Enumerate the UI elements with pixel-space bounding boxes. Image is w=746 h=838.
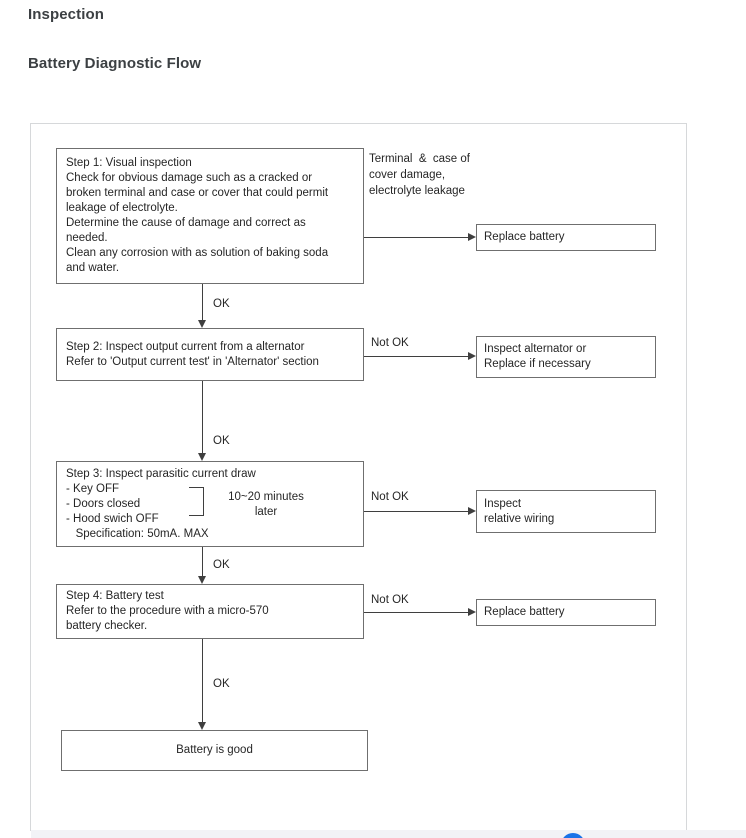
section-title: Inspection xyxy=(28,6,105,23)
arrow-step2-to-step3-head xyxy=(198,453,206,461)
diagram-panel: Step 1: Visual inspection Check for obvi… xyxy=(30,123,687,831)
arrow-step4-to-action-line xyxy=(364,612,469,613)
flow-action2-text: Inspect alternator or Replace if necessa… xyxy=(484,343,591,370)
arrow-step1-to-action-line xyxy=(364,237,469,238)
ok-label-3: OK xyxy=(213,559,230,571)
bottom-strip xyxy=(31,830,746,838)
scroll-fab-button[interactable] xyxy=(561,833,585,838)
arrow-step2-to-step3-line xyxy=(202,381,203,453)
ok-label-2: OK xyxy=(213,435,230,447)
arrow-step1-to-step2-head xyxy=(198,320,206,328)
not-ok-label-3: Not OK xyxy=(371,491,409,503)
arrow-step4-to-result-line xyxy=(202,639,203,722)
ok-label-1: OK xyxy=(213,298,230,310)
arrow-step3-to-step4-line xyxy=(202,547,203,576)
flow-action1-text: Replace battery xyxy=(484,231,565,243)
step3-note: 10~20 minutes later xyxy=(228,491,304,518)
flow-result-box: Battery is good xyxy=(61,730,368,771)
arrow-step1-to-step2-line xyxy=(202,284,203,320)
flow-result-text: Battery is good xyxy=(176,744,253,756)
arrow-step3-to-step4-head xyxy=(198,576,206,584)
arrow-step2-to-action-line xyxy=(364,356,469,357)
flow-step4-text: Step 4: Battery test Refer to the proced… xyxy=(66,590,269,632)
flow-action4-box: Replace battery xyxy=(476,599,656,626)
flow-step3-text: Step 3: Inspect parasitic current draw -… xyxy=(66,467,256,540)
flow-step1-box: Step 1: Visual inspection Check for obvi… xyxy=(56,148,364,284)
flow-action4-text: Replace battery xyxy=(484,606,565,618)
arrow-step1-to-action-head xyxy=(468,233,476,241)
arrow-step4-to-result-head xyxy=(198,722,206,730)
not-ok-label-4: Not OK xyxy=(371,594,409,606)
arrow-step4-to-action-head xyxy=(468,608,476,616)
page-title: Battery Diagnostic Flow xyxy=(28,55,202,72)
step3-bracket xyxy=(189,487,204,516)
flow-action2-box: Inspect alternator or Replace if necessa… xyxy=(476,336,656,378)
flow-action3-text: Inspect relative wiring xyxy=(484,497,555,525)
flow-step1-text: Step 1: Visual inspection Check for obvi… xyxy=(66,157,329,274)
arrow-step3-to-action-line xyxy=(364,511,469,512)
arrow-step3-to-action-head xyxy=(468,507,476,515)
flow-step3-box: Step 3: Inspect parasitic current draw -… xyxy=(56,461,364,547)
flow-action1-box: Replace battery xyxy=(476,224,656,251)
flow-step1-branch-label: Terminal & case of cover damage, electro… xyxy=(369,153,470,197)
ok-label-4: OK xyxy=(213,678,230,690)
flow-step4-box: Step 4: Battery test Refer to the proced… xyxy=(56,584,364,639)
arrow-step2-to-action-head xyxy=(468,352,476,360)
flow-action3-box: Inspect relative wiring xyxy=(476,490,656,533)
not-ok-label-2: Not OK xyxy=(371,337,409,349)
flow-step2-box: Step 2: Inspect output current from a al… xyxy=(56,328,364,381)
flow-step2-text: Step 2: Inspect output current from a al… xyxy=(66,340,319,368)
